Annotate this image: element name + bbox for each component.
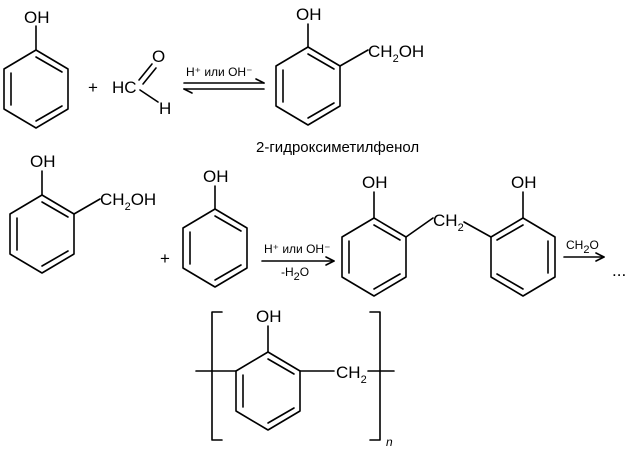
reactant2-oh-label: OH (30, 152, 56, 171)
product1-name: 2-гидроксиметилфенол (256, 139, 419, 156)
formaldehyde-o-label: O (152, 47, 165, 66)
reaction3-reagent: CH2O (566, 238, 599, 256)
reaction2-byproduct: -H2O (281, 265, 309, 283)
hydroxymethylphenol-product: OH CH2OH (275, 5, 424, 126)
polymer-ch2-label: CH2 (336, 363, 367, 386)
formaldehyde-hc-label: HC (112, 78, 137, 97)
hydroxymethylphenol-reactant: OH CH2OH (9, 152, 156, 274)
polymer-oh-label: OH (256, 307, 282, 326)
formaldehyde-molecule: HC O H (112, 47, 171, 118)
plus-sign-2: + (160, 249, 170, 268)
reaction2-catalyst: H⁺ или OH⁻ (264, 242, 330, 256)
reactant2-ch2oh-label: CH2OH (100, 190, 156, 213)
phenol-oh-label: OH (24, 8, 50, 27)
dihydroxydiphenylmethane-molecule: OH CH2 OH (341, 173, 556, 297)
phenol-molecule: OH (3, 8, 69, 129)
polymer-repeat-n: n (386, 435, 393, 449)
product1-ch2oh-label: CH2OH (368, 42, 424, 65)
phenol-formaldehyde-polymer: n OH CH2 (195, 307, 395, 449)
dimer-oh-right-label: OH (511, 173, 537, 192)
reaction3-arrow: CH2O ... (563, 238, 626, 280)
phenol-molecule-2: OH (182, 167, 248, 288)
product1-oh-label: OH (296, 5, 322, 24)
reaction1-catalyst: H⁺ или OH⁻ (186, 65, 252, 79)
phenol2-oh-label: OH (203, 167, 229, 186)
continuation-dots: ... (612, 261, 626, 280)
formaldehyde-h-label: H (159, 99, 171, 118)
dimer-oh-left-label: OH (362, 173, 388, 192)
plus-sign-1: + (88, 78, 98, 97)
dimer-ch2-label: CH2 (433, 211, 464, 234)
reaction2-arrow: H⁺ или OH⁻ -H2O (261, 242, 335, 283)
equilibrium-arrow: H⁺ или OH⁻ (183, 65, 265, 94)
